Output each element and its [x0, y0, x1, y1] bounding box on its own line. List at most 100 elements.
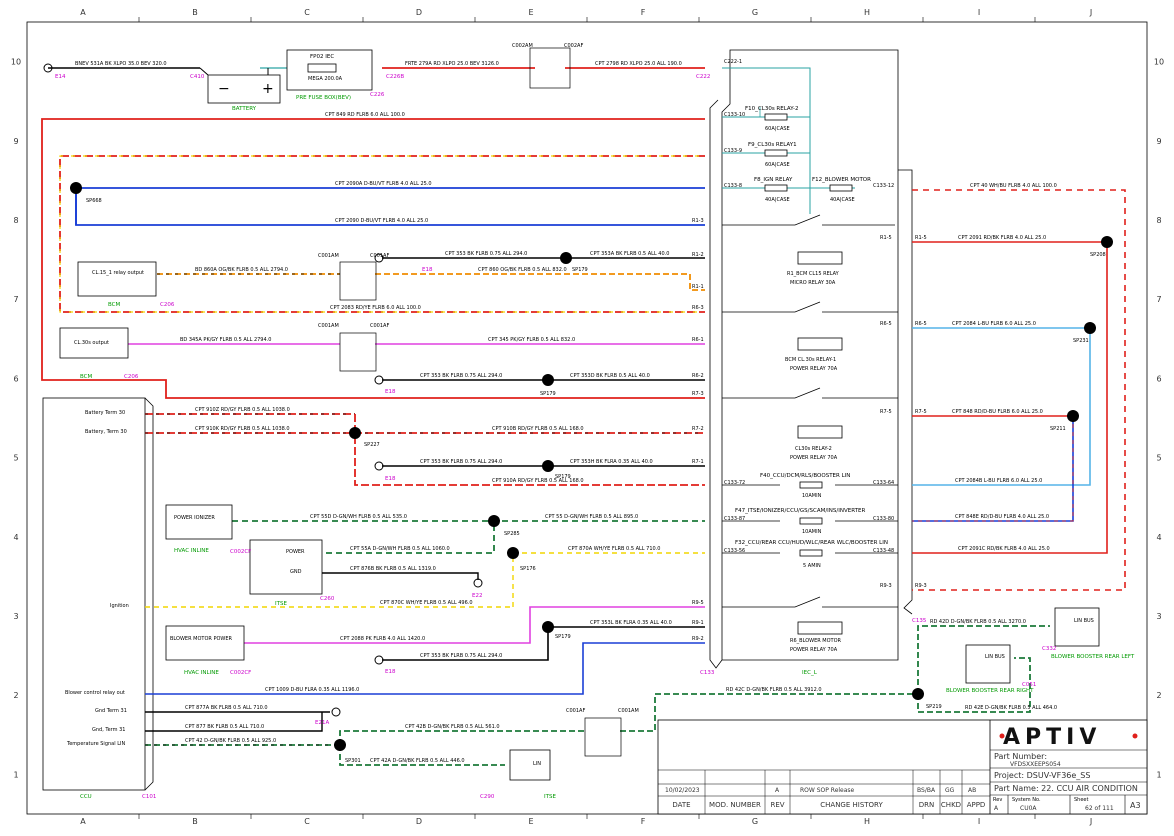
conn-c101: C101 — [142, 794, 156, 800]
conn-sp227: SP227 — [364, 442, 380, 448]
conn-c001af-2: C001AF — [370, 323, 389, 329]
conn-c051: C051 — [1022, 682, 1036, 688]
wire-849 — [41, 118, 705, 399]
lin-bus-left-box — [1054, 607, 1100, 647]
wire-label-14: CPT 353 BK FLRB 0.75 ALL 294.0 — [420, 373, 502, 379]
conn-e14: E14 — [55, 74, 66, 80]
wire-910a — [354, 414, 705, 486]
wire-860 — [375, 273, 705, 291]
relay-r9-type: POWER RELAY 70A — [790, 647, 838, 653]
ground-points — [43, 63, 483, 717]
conn-c206-b: C206 — [124, 374, 139, 380]
conn-c001am-2: C001AM — [318, 323, 339, 329]
grid-column-label: B — [192, 817, 198, 826]
relay-r6-name: BCM CL.30s RELAY-1 — [785, 357, 836, 363]
wire-internal-bus — [722, 67, 811, 214]
battery-plus: + — [262, 81, 274, 97]
wire-label-20: CPT 353H BK FLRA 0.35 ALL 40.0 — [570, 459, 653, 465]
wire-label-15: CPT 353D BK FLRB 0.5 ALL 40.0 — [570, 373, 650, 379]
wire-label-10: CPT 860 OG/BK FLRB 0.5 ALL 832.0 — [478, 267, 567, 273]
grid-column-label: G — [752, 8, 758, 17]
grid-column-label: G — [752, 817, 758, 826]
bcm-label-2: BCM — [80, 374, 93, 380]
wire-1009 — [145, 642, 705, 695]
grid-column-label: I — [978, 8, 980, 17]
itse-label-2: ITSE — [544, 794, 556, 800]
conn-sp301: SP301 — [345, 758, 361, 764]
conn-sp208: SP208 — [1090, 252, 1106, 258]
conn-c260: C260 — [320, 596, 335, 602]
fuse-f12: F12_BLOWER MOTOR — [812, 177, 871, 183]
grid-column-label: B — [192, 8, 198, 17]
conn-c290: C290 — [480, 794, 495, 800]
conn-c410: C410 — [190, 74, 205, 80]
conn-c001am-3: C001AM — [618, 708, 639, 714]
wire-label-40: CPT 40 WH/BU FLRB 4.0 ALL 100.0 — [970, 183, 1057, 189]
grid-column-label: I — [978, 817, 980, 826]
conn-c133-12: C133-12 — [873, 183, 894, 189]
fuse-f40-rating: 10AMIN — [802, 493, 822, 499]
part-number: VFDSXXEEPS054 — [1010, 761, 1061, 768]
wire-label-39: RD 42E D-GN/BK FLRB 0.5 ALL 464.0 — [965, 705, 1057, 711]
conn-sp219: SP219 — [926, 704, 942, 710]
term-r7-1: R7-1 — [692, 459, 704, 465]
conn-c206-a: C206 — [160, 302, 175, 308]
term-r7-5: R7-5 — [880, 409, 892, 415]
project-label: Project: DSUV-VF36e_SS — [994, 771, 1090, 780]
wire-label-36: CPT 42A D-GN/BK FLRB 0.5 ALL 446.0 — [370, 758, 465, 764]
conn-c133-9: C133-9 — [724, 148, 742, 154]
wire-848e — [912, 416, 1074, 522]
term-r7-2: R7-2 — [692, 426, 704, 432]
grid-row-label: 2 — [13, 691, 18, 700]
relay-r6-type: POWER RELAY 70A — [790, 366, 838, 372]
blower-rear-left-label: BLOWER BOOSTER REAR LEFT — [1051, 654, 1135, 660]
wires — [41, 67, 1126, 766]
grid-column-label: E — [528, 817, 533, 826]
wire-label-22: CPT 55D D-GN/WH FLRB 0.5 ALL 535.0 — [310, 514, 407, 520]
wire-label-38: RD 42D D-GN/BK FLRB 0.5 ALL 3270.0 — [930, 619, 1026, 625]
wire-label-37: RD 42C D-GN/BK FLRB 0.5 ALL 3912.0 — [726, 687, 822, 693]
wire-label-13: CPT 345 PK/GY FLRB 0.5 ALL 832.0 — [488, 337, 575, 343]
conn-sp668: SP668 — [86, 198, 102, 204]
wire-label-42: CPT 2084 L-BU FLRB 6.0 ALL 25.0 — [952, 321, 1036, 327]
lin-bus-right-box — [965, 644, 1011, 684]
wire-label-4: CPT 849 RD FLRB 6.0 ALL 100.0 — [325, 112, 405, 118]
grid-row-label: 3 — [1156, 612, 1161, 621]
splice-sp176 — [507, 547, 519, 559]
appd-value: AB — [968, 787, 976, 794]
part-name-label: Part Name: 22. CCU AIR CONDITION — [994, 784, 1138, 793]
grid-row-label: 7 — [13, 295, 18, 304]
grid-row-label: 3 — [13, 612, 18, 621]
conn-c002af: C002AF — [564, 43, 583, 49]
fuse-relay-box — [709, 49, 913, 669]
conn-c133-8: C133-8 — [724, 183, 742, 189]
revision-table-header: APPD — [967, 801, 986, 809]
aptiv-logo: APTIV — [1003, 725, 1101, 750]
fuse-f12-rating: 40A|CASE — [830, 197, 855, 203]
revision-table-header: CHKD — [941, 801, 961, 809]
ccu-pin-1: Battery Term 30 — [85, 410, 125, 416]
splice-sp219 — [912, 688, 924, 700]
pre-fuse-box-label: PRE FUSE BOX(BEV) — [296, 95, 351, 101]
conn-e18-a: E18 — [422, 267, 433, 273]
wire-label-17: CPT 910K RD/GY FLRB 0.5 ALL 1038.0 — [195, 426, 290, 432]
grid-row-label: 10 — [11, 58, 21, 67]
hvac-inline-1: HVAC INLINE — [174, 548, 209, 554]
fuse-f9: F9_CL30s RELAY1 — [748, 142, 797, 148]
wire-label-8: CPT 353A BK FLRB 0.5 ALL 40.0 — [590, 251, 669, 257]
lin-bus-left-label: LIN BUS — [1074, 618, 1094, 624]
revision-table-header: DRN — [919, 801, 935, 809]
fuse-f10-rating: 60A|CASE — [765, 126, 790, 132]
wire-42e — [917, 657, 1031, 713]
wire-label-46: CPT 2091C RD/BK FLRB 4.0 ALL 25.0 — [958, 546, 1050, 552]
wire-label-29: CPT 2088 PK FLRB 4.0 ALL 1420.0 — [340, 636, 425, 642]
splice-sp208 — [1101, 236, 1113, 248]
fuse-f47-rating: 10AMIN — [802, 529, 822, 535]
conn-c226: C226 — [370, 92, 385, 98]
ccu-pin-2: Battery, Term 30 — [85, 429, 127, 435]
grid-row-label: 9 — [1156, 137, 1161, 146]
fuse-f32-rating: 5 AMIN — [803, 563, 821, 569]
wire-55a — [296, 521, 495, 554]
wire-label-12: BD 345A PK/GY FLRB 0.5 ALL 2794.0 — [180, 337, 271, 343]
